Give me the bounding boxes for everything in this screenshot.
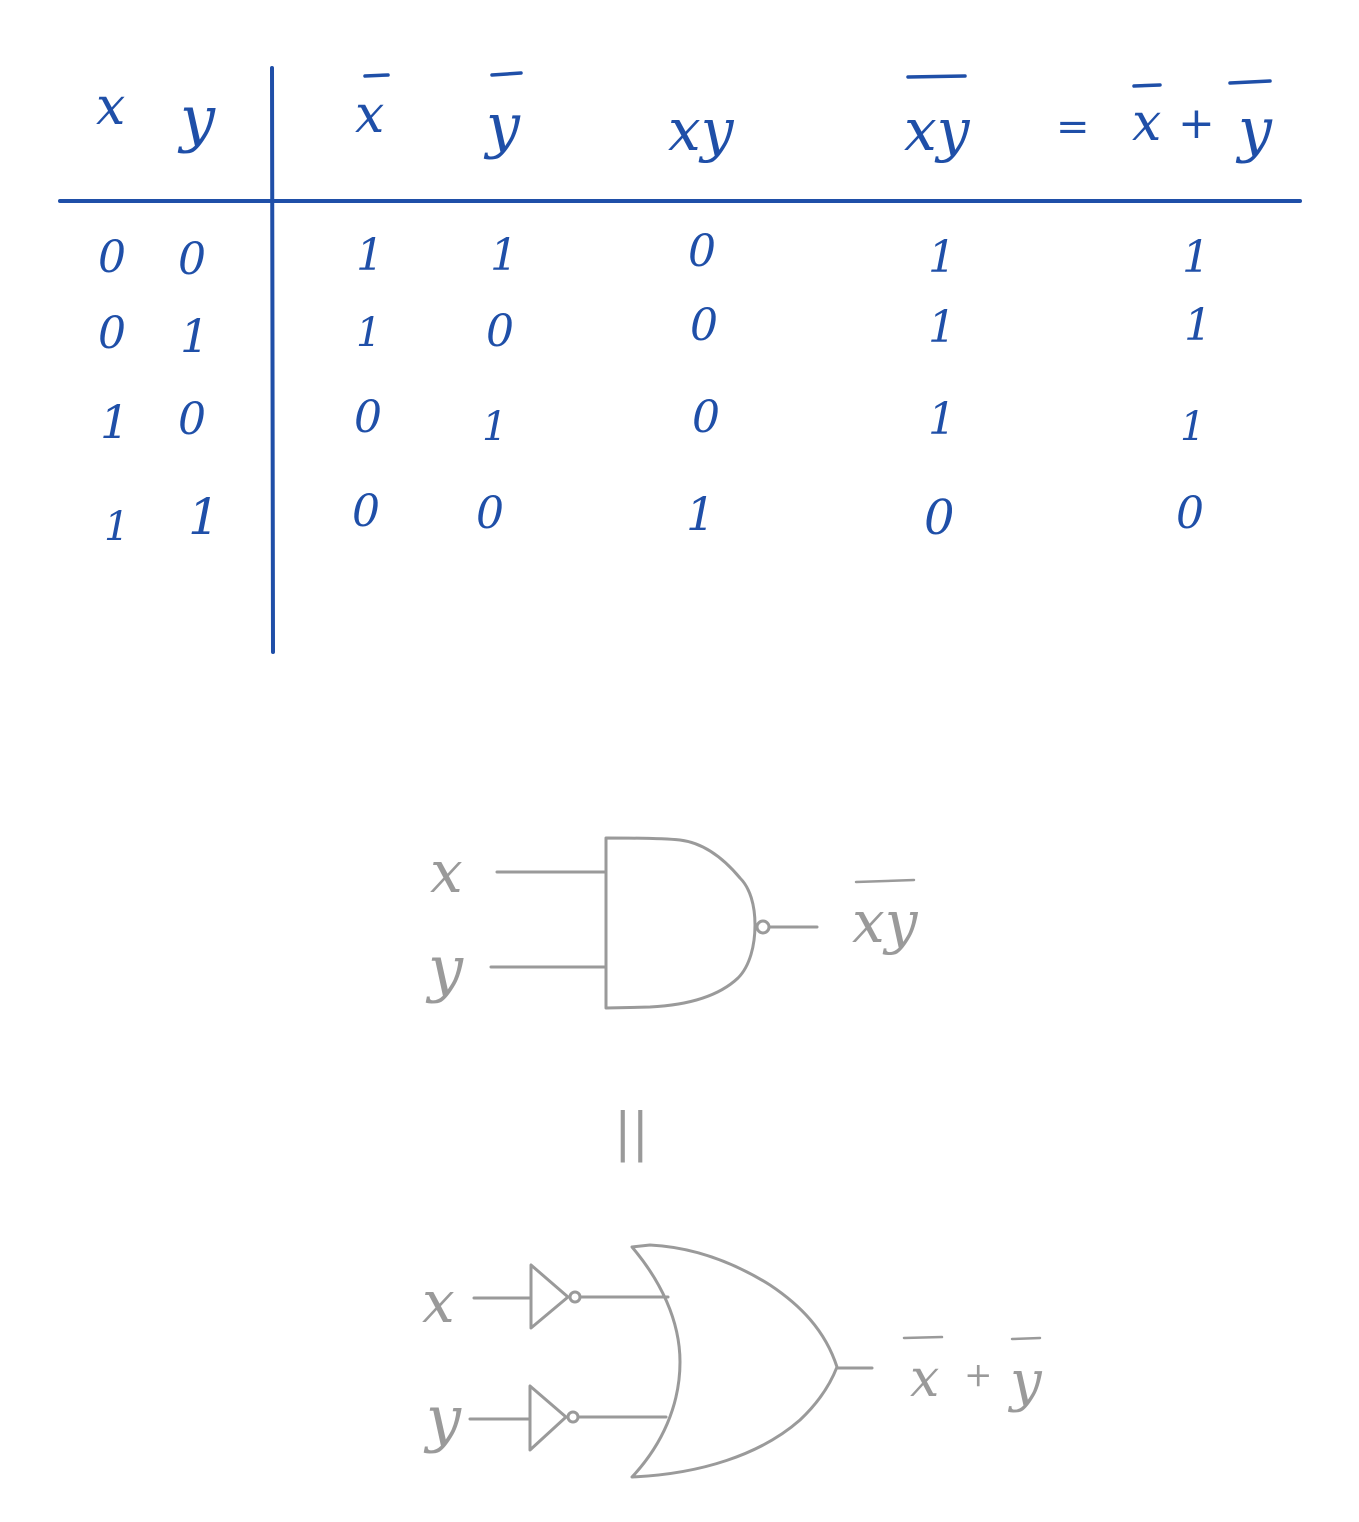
- header-not-x-plus-y: y: [1235, 95, 1273, 165]
- cell-y: 1: [180, 309, 209, 363]
- cell-xy: 1: [686, 487, 715, 541]
- or-output-x-overbar: [902, 1335, 944, 1340]
- header-xy: xy: [668, 96, 735, 164]
- or-gate-diagram: x y x + y: [422, 1243, 1043, 1479]
- or-output-y-overbar: [1010, 1336, 1042, 1341]
- header-not-x-overbar: [363, 73, 390, 78]
- cell-not-y: 0: [476, 488, 504, 539]
- not-gate-x: [529, 1263, 570, 1330]
- header-not-x-plus-y-overbar: [1228, 79, 1272, 85]
- not-gate-y: [528, 1384, 568, 1452]
- cell-not-x: 1: [356, 230, 384, 281]
- header-plus: +: [1178, 98, 1215, 149]
- cell-not-x: 1: [356, 310, 381, 356]
- or-output-label-plus: +: [964, 1355, 993, 1395]
- header-not-xy: xy: [904, 96, 971, 164]
- cell-not-xy: 1: [928, 302, 956, 353]
- cell-not-x: 0: [354, 392, 382, 443]
- table-row: 0 0 1 1 0 1 1: [98, 226, 1210, 285]
- cell-x: 0: [98, 308, 126, 359]
- or-output-label-x: x: [910, 1349, 939, 1409]
- cell-y: 1: [188, 488, 220, 546]
- or-input-y-label: y: [423, 1382, 462, 1455]
- cell-y: 0: [178, 394, 206, 445]
- cell-y: 0: [178, 234, 206, 285]
- header-not-xy-overbar: [906, 74, 967, 79]
- cell-xy: 0: [688, 226, 716, 277]
- cell-not-x-plus-not-y: 1: [1184, 300, 1212, 351]
- cell-x: 0: [98, 232, 126, 283]
- header-x: x: [96, 77, 125, 137]
- nand-output-label: xy: [852, 888, 919, 956]
- header-not-y: y: [483, 91, 521, 161]
- truth-table: x y x y xy xy = x + y 0 0 1 1 0 1 1 0 1 …: [58, 66, 1302, 654]
- cell-not-xy: 1: [928, 394, 956, 445]
- cell-not-xy: 0: [924, 490, 955, 546]
- cell-x: 1: [100, 395, 129, 449]
- equivalence-symbol: ||: [614, 1103, 649, 1163]
- cell-x: 1: [104, 504, 129, 550]
- cell-not-x-plus-not-y: 1: [1182, 232, 1210, 283]
- nand-gate-body: [604, 836, 757, 1010]
- cell-not-x: 0: [352, 486, 380, 537]
- header-equals: =: [1056, 104, 1090, 150]
- table-vertical-divider: [270, 66, 275, 654]
- nand-input-y-label: y: [425, 932, 464, 1005]
- table-row: 0 1 1 0 0 1 1: [98, 300, 1212, 363]
- or-output-label-y: y: [1007, 1349, 1043, 1414]
- nand-input-x-label: x: [430, 838, 463, 906]
- table-row: 1 0 0 1 0 1 1: [100, 392, 1205, 450]
- header-not-x-plus-x: x: [1132, 93, 1161, 153]
- header-not-y-overbar: [490, 71, 523, 77]
- nand-inversion-bubble: [755, 919, 771, 935]
- cell-not-y: 1: [490, 230, 518, 281]
- or-input-x-label: x: [422, 1268, 455, 1336]
- header-not-x: x: [355, 85, 384, 145]
- cell-xy: 0: [690, 300, 718, 351]
- nand-gate-diagram: x y xy: [425, 836, 919, 1010]
- cell-not-xy: 1: [928, 232, 956, 283]
- nand-output-overbar: [854, 878, 916, 884]
- header-not-x-plus-x-overbar: [1132, 83, 1162, 88]
- table-row: 1 1 0 0 1 0 0: [104, 486, 1204, 550]
- header-y: y: [177, 82, 216, 155]
- or-gate-body: [630, 1243, 839, 1479]
- cell-not-x-plus-not-y: 1: [1180, 404, 1205, 450]
- cell-not-x-plus-not-y: 0: [1176, 488, 1204, 539]
- cell-not-y: 0: [486, 306, 514, 357]
- cell-not-y: 1: [482, 404, 507, 450]
- cell-xy: 0: [692, 392, 720, 443]
